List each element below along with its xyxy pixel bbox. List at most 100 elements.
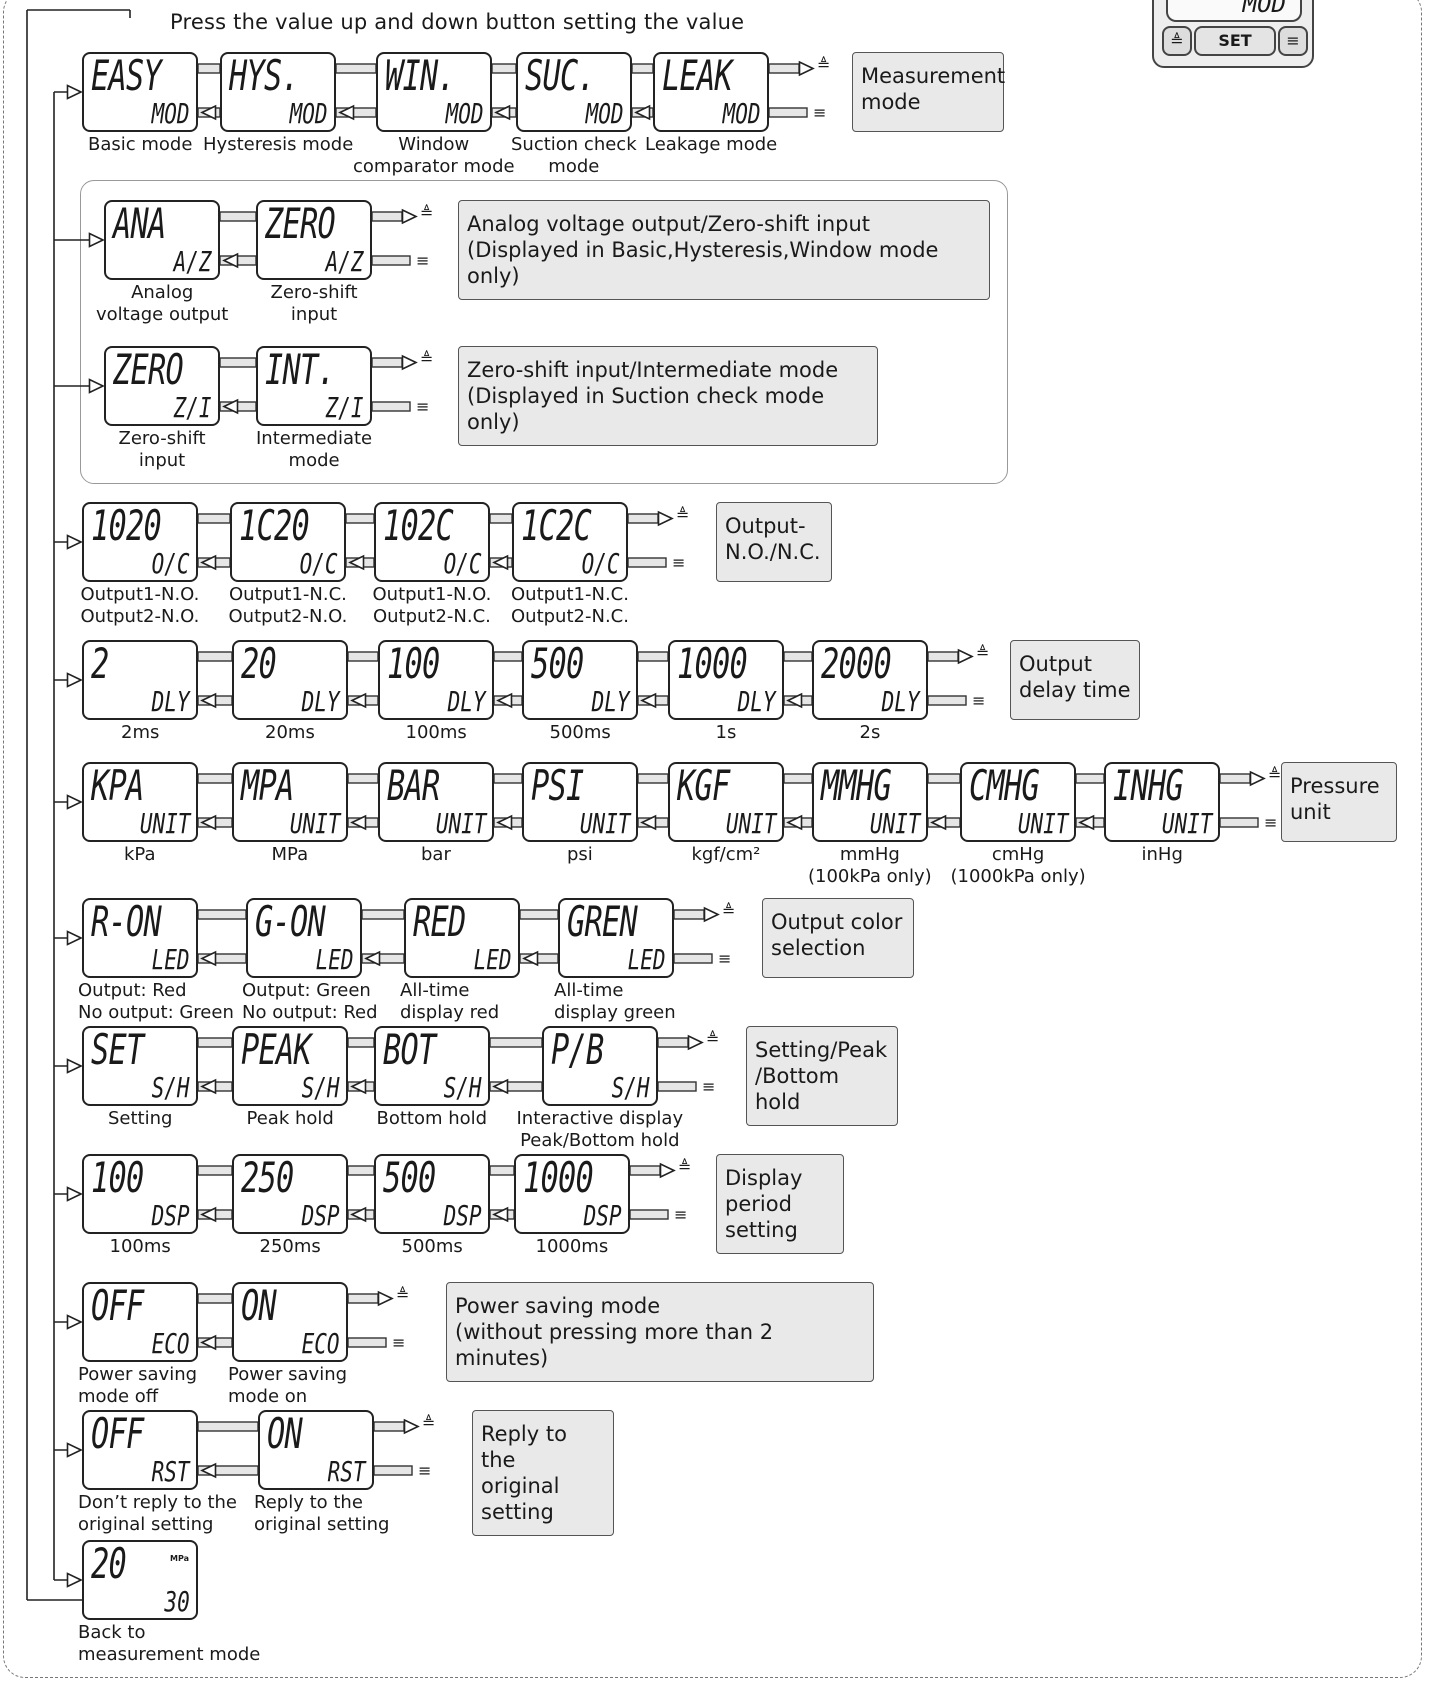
back-arrow-head (222, 252, 239, 269)
forward-bar (197, 651, 233, 662)
lcd-main-value: WIN. (385, 51, 456, 100)
info-line: Display period (725, 1166, 803, 1216)
lcd-main-value: CMHG (969, 761, 1040, 810)
caption-line: 500ms (549, 722, 611, 743)
forward-bar (489, 1037, 543, 1048)
backward-bar (373, 1465, 413, 1476)
forward-arrow-head (377, 1290, 394, 1307)
caption-line: comparator mode (353, 156, 515, 177)
forward-bar (197, 1037, 233, 1048)
forward-bar (373, 1421, 405, 1432)
lcd-sub-value: MOD (723, 97, 761, 130)
back-arrow-head (1078, 814, 1095, 831)
backward-bar (371, 255, 411, 266)
lcd-sub-value: LED (474, 943, 512, 976)
forward-arrow-head (403, 1418, 420, 1435)
lcd-sub-value: RST (328, 1455, 366, 1488)
display-caption: 20ms (265, 722, 315, 744)
back-arrow-head (496, 814, 513, 831)
lcd-sub-value: O/C (444, 547, 482, 580)
forward-bar (197, 63, 221, 74)
lcd-main-value: 100 (91, 1153, 144, 1202)
lcd-main-value: KPA (91, 761, 144, 810)
caption-line: (100kPa only) (808, 866, 932, 887)
display-caption: 2s (860, 722, 881, 744)
caption-line: Suction check (511, 134, 637, 155)
backward-bar (927, 695, 967, 706)
info-line: Power saving mode (455, 1294, 661, 1318)
lcd-main-value: BAR (387, 761, 440, 810)
caption-line: Back to (78, 1622, 146, 1643)
backward-bar (347, 1337, 387, 1348)
lcd-sub-value: UNIT (579, 807, 630, 840)
up-button-icon: ≜ (676, 505, 690, 524)
caption-line: Analog (131, 282, 194, 303)
caption-line: Output1-N.O. (372, 584, 492, 605)
forward-bar (197, 1165, 233, 1176)
lcd-sub-value: DLY (448, 685, 486, 718)
lcd-sub-value: UNIT (289, 807, 340, 840)
lcd-sub-value: UNIT (1017, 807, 1068, 840)
caption-line: Output2-N.O. (228, 606, 348, 627)
caption-line: display green (554, 1002, 676, 1023)
forward-bar (637, 773, 669, 784)
lcd-main-value: 1C2C (521, 501, 592, 550)
caption-line: Zero-shift (118, 428, 206, 449)
down-button-icon: ≡ (674, 1205, 688, 1224)
caption-line: kgf/cm² (691, 844, 761, 865)
info-line: delay time (1019, 678, 1131, 702)
info-box-zi: Zero-shift input/Intermediate mode(Displ… (458, 346, 878, 446)
caption-line: Don’t reply to the (78, 1492, 237, 1513)
lcd-main-value: EASY (91, 51, 162, 100)
lcd-sub-value: DSP (444, 1199, 482, 1232)
lcd-main-value: P/B (551, 1025, 604, 1074)
lcd-sub-value: MOD (586, 97, 624, 130)
lcd-sub-value: DSP (584, 1199, 622, 1232)
info-line: Reply to the (481, 1422, 567, 1472)
back-arrow-head (200, 950, 217, 967)
info-box-az: Analog voltage output/Zero-shift input(D… (458, 200, 990, 300)
caption-line: 250ms (259, 1236, 321, 1257)
display-caption: Basic mode (88, 134, 192, 156)
display-caption: Setting (108, 1108, 172, 1130)
lcd-sub-value: UNIT (1161, 807, 1212, 840)
info-line: Pressure (1290, 774, 1380, 798)
caption-line: psi (567, 844, 593, 865)
caption-line: Intermediate (256, 428, 373, 449)
backward-bar (768, 107, 808, 118)
forward-bar (219, 211, 257, 222)
backward-bar (1219, 817, 1259, 828)
forward-arrow-head (401, 354, 418, 371)
caption-line: (1000kPa only) (950, 866, 1086, 887)
caption-line: Output: Red (78, 980, 187, 1001)
forward-bar (197, 1421, 259, 1432)
forward-bar (347, 1037, 375, 1048)
back-arrow-head (496, 692, 513, 709)
caption-line: mode on (228, 1386, 308, 1407)
forward-bar (637, 651, 669, 662)
lcd-sub-value: DSP (152, 1199, 190, 1232)
backward-bar (371, 401, 411, 412)
caption-line: inHg (1141, 844, 1183, 865)
feeder-arrow-head (66, 1058, 83, 1074)
